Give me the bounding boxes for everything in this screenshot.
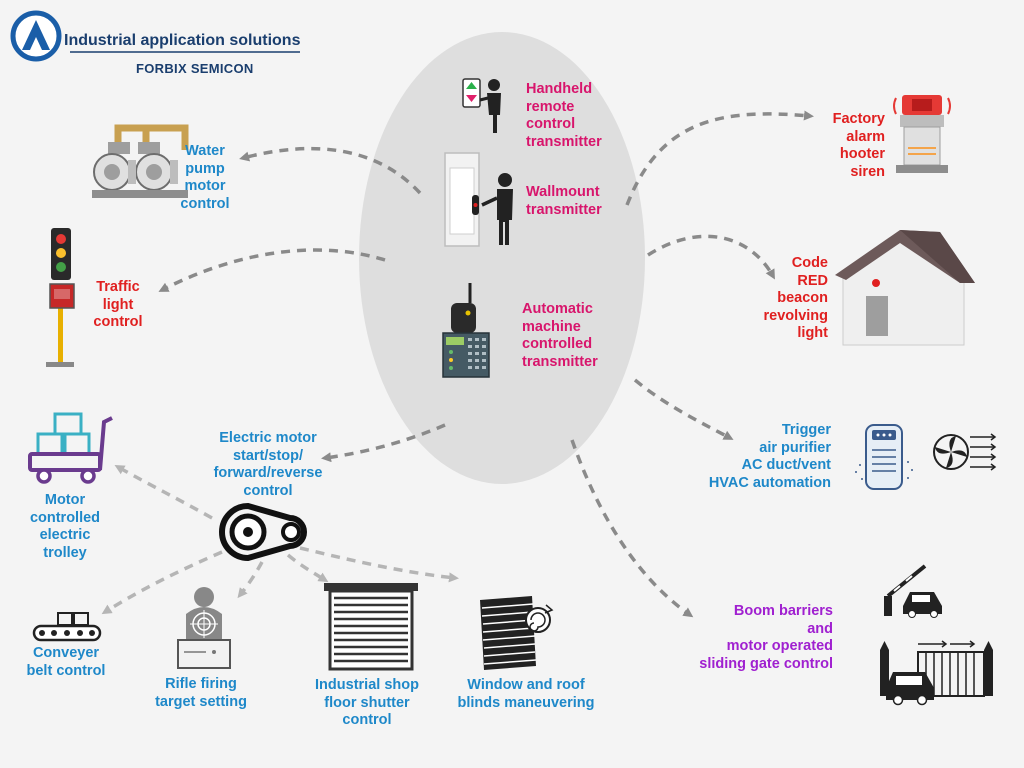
machine-transmitter-label: Automatic machine controlled transmitter bbox=[522, 301, 598, 370]
brand-company: FORBIX SEMICON bbox=[136, 61, 254, 76]
traffic-light-icon bbox=[46, 228, 75, 367]
code-red-label: Code RED beacon revolving light bbox=[763, 255, 828, 341]
fan-vent-icon bbox=[933, 433, 997, 471]
alarm-siren-icon bbox=[893, 95, 951, 173]
handheld-remote-label: Handheld remote control transmitter bbox=[526, 81, 602, 150]
hvac-label: Trigger air purifier AC duct/vent HVAC a… bbox=[708, 422, 831, 491]
blinds-icon bbox=[480, 596, 554, 670]
transmitter-hub bbox=[359, 32, 645, 484]
company-logo-icon bbox=[10, 10, 300, 62]
conveyor-label: Conveyer belt control bbox=[26, 645, 106, 679]
electric-motor-label: Electric motor start/stop/ forward/rever… bbox=[213, 430, 323, 499]
machine-transmitter-icon bbox=[442, 283, 490, 378]
hub-arrows bbox=[158, 110, 814, 618]
shutter-label: Industrial shop floor shutter control bbox=[315, 677, 419, 728]
rifle-target-label: Rifle firing target setting bbox=[155, 676, 247, 710]
sliding-gate-icon bbox=[880, 640, 993, 706]
blinds-label: Window and roof blinds maneuvering bbox=[457, 677, 595, 711]
trolley-icon bbox=[28, 412, 113, 484]
trolley-label: Motor controlled electric trolley bbox=[29, 492, 101, 561]
boom-barrier-label: Boom barriers and motor operated sliding… bbox=[699, 603, 833, 672]
wallmount-panel-icon bbox=[444, 152, 513, 247]
motor-pulley-icon bbox=[219, 502, 307, 562]
brand-tagline: Industrial application solutions bbox=[64, 32, 301, 49]
water-pump-icon bbox=[92, 124, 189, 198]
boom-barrier-icon bbox=[884, 564, 942, 618]
wallmount-label: Wallmount transmitter bbox=[526, 184, 602, 218]
motor-arrows bbox=[101, 465, 459, 615]
shutter-icon bbox=[324, 583, 418, 671]
factory-alarm-label: Factory alarm hooter siren bbox=[832, 111, 885, 180]
traffic-light-label: Traffic light control bbox=[93, 279, 143, 330]
conveyor-icon bbox=[32, 612, 102, 642]
rifle-target-icon bbox=[177, 587, 231, 669]
handheld-remote-icon bbox=[462, 78, 501, 133]
house-beacon-icon bbox=[835, 230, 975, 346]
water-pump-label: Water pump motor control bbox=[180, 143, 230, 212]
air-purifier-icon bbox=[855, 424, 913, 490]
